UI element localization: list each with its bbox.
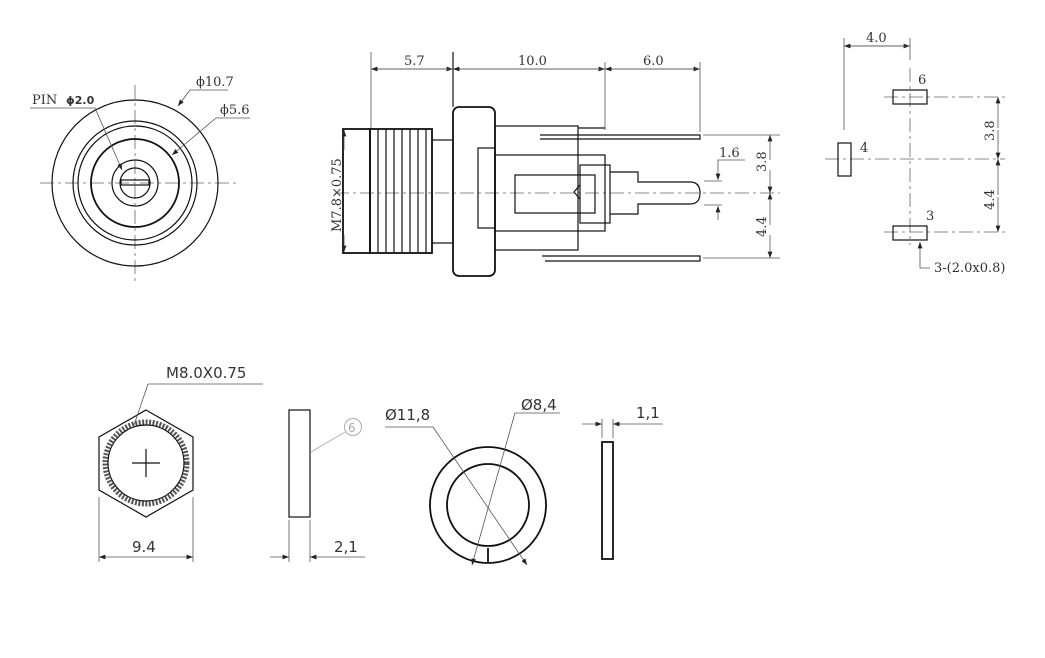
dim-6-0: 6.0 [643, 54, 664, 69]
dim-4-0: 4.0 [866, 31, 887, 46]
pad-6-label: 6 [918, 73, 926, 88]
dim-3-8: 3.8 [755, 151, 770, 172]
hex-nut: M8.0X0.75 9.4 6 2,1 [98, 364, 365, 562]
washer-thickness: 1,1 [636, 404, 660, 422]
side-view: 5.7 10.0 6.0 3.8 4.4 1.6 M7.8×0.75 [330, 52, 780, 277]
pad-dim-4-4: 4.4 [983, 189, 998, 210]
dim-4-4: 4.4 [755, 216, 770, 237]
washer-outer-dia: Ø11,8 [385, 406, 430, 424]
nut-thread-label: M8.0X0.75 [166, 364, 246, 382]
pad-layout: 4.0 6 4 3 3.8 4.4 3-(2.0x0.8) [825, 31, 1006, 276]
thread-label: M7.8×0.75 [330, 158, 345, 232]
outer-dia: ϕ10.7 [196, 75, 234, 90]
pin-dia: ϕ2.0 [66, 94, 95, 107]
inner-dia: ϕ5.6 [220, 103, 250, 118]
pad-3-label: 3 [926, 209, 934, 224]
washer-inner-dia: Ø8,4 [521, 396, 557, 414]
item-number: 6 [348, 421, 356, 435]
dim-1-6: 1.6 [719, 146, 740, 161]
pad-dim-3-8: 3.8 [983, 120, 998, 141]
dim-5-7: 5.7 [404, 54, 425, 69]
dim-10-0: 10.0 [518, 54, 547, 69]
pad-size-label: 3-(2.0x0.8) [934, 261, 1006, 276]
nut-width: 9.4 [132, 538, 156, 556]
nut-thickness: 2,1 [334, 538, 358, 556]
pin-label: PIN [32, 93, 57, 108]
pad-4-label: 4 [860, 141, 868, 156]
front-view: PIN ϕ2.0 ϕ10.7 ϕ5.6 [30, 75, 250, 285]
washer: Ø11,8 Ø8,4 1,1 [385, 396, 663, 566]
